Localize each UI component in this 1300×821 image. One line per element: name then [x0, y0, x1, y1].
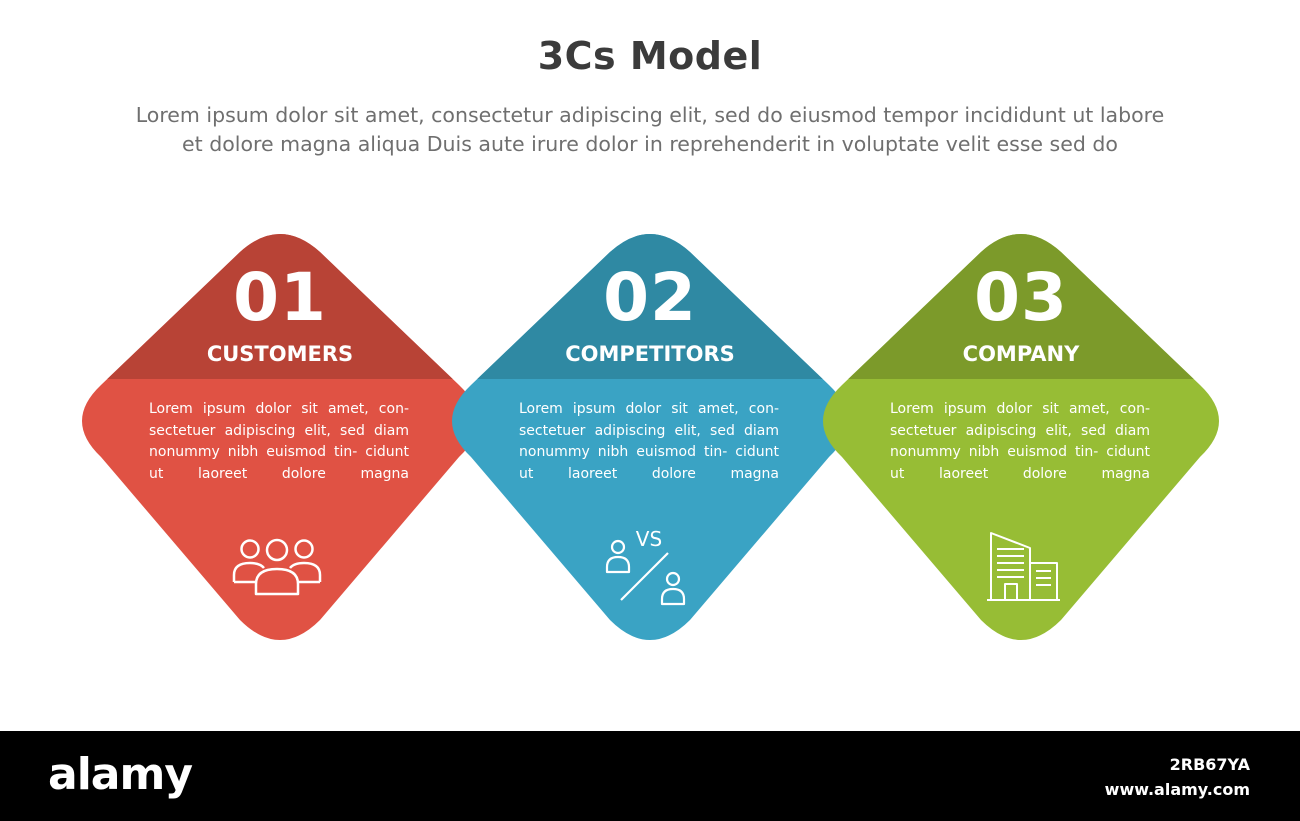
- company-description: Lorem ipsum dolor sit amet, con- sectetu…: [890, 401, 1150, 482]
- company-label: COMPANY: [962, 342, 1080, 366]
- image-id: 2RB67YA: [1169, 755, 1250, 774]
- company-number: 03: [974, 259, 1068, 336]
- page-subtitle: Lorem ipsum dolor sit amet, consectetur …: [60, 101, 1240, 159]
- competitors-number: 02: [603, 259, 697, 336]
- versus-label: VS: [636, 527, 662, 551]
- customers-label: CUSTOMERS: [206, 342, 354, 366]
- company-diamond-top: [848, 234, 1194, 379]
- competitors-card: [452, 234, 848, 640]
- customers-description: Lorem ipsum dolor sit amet, con- sectetu…: [149, 401, 409, 482]
- competitors-label: COMPETITORS: [565, 342, 735, 366]
- customers-number: 01: [233, 259, 327, 336]
- three-cs-diagram: VS: [82, 234, 1219, 640]
- customers-card: [82, 234, 478, 640]
- versus-icon: [605, 539, 686, 606]
- brand-logo: alamy: [48, 749, 193, 800]
- subtitle-line-1: Lorem ipsum dolor sit amet, consectetur …: [135, 103, 1165, 127]
- site-url: www.alamy.com: [1104, 780, 1250, 799]
- page-title: 3Cs Model: [537, 34, 763, 78]
- subtitle-line-2: et dolore magna aliqua Duis aute irure d…: [182, 132, 1118, 156]
- competitors-diamond-top: [477, 234, 823, 379]
- building-icon: [987, 532, 1060, 601]
- customers-diamond-top: [107, 234, 453, 379]
- people-group-icon: [232, 538, 322, 596]
- stock-footer: alamy 2RB67YA www.alamy.com: [0, 731, 1300, 821]
- competitors-description: Lorem ipsum dolor sit amet, con- sectetu…: [519, 401, 779, 482]
- company-card: [823, 234, 1219, 640]
